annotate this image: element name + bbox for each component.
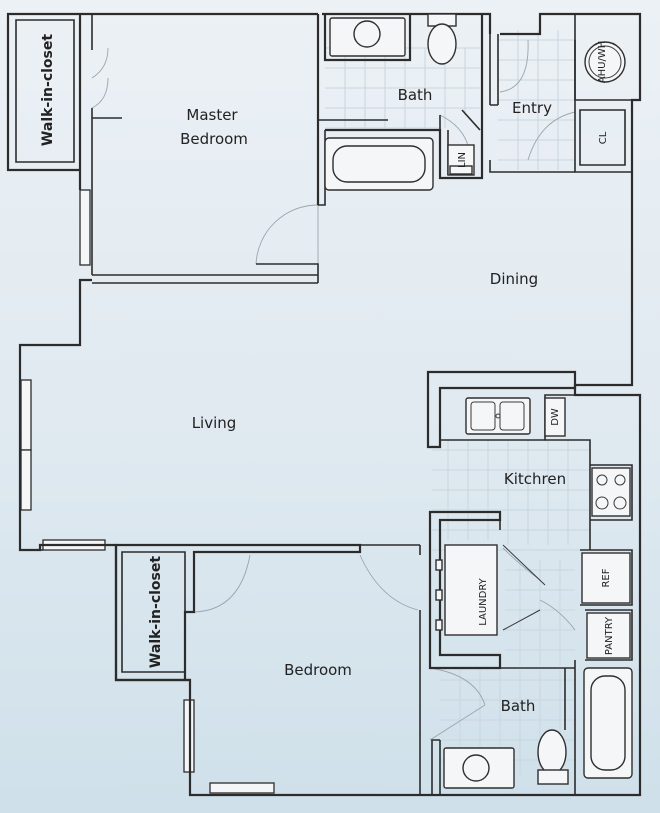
walk-in-closet-master-outline (7, 13, 81, 171)
master-bath-fixtures (324, 13, 475, 191)
laundry-label: LAUNDRY (478, 577, 489, 625)
room-labels: Master Bedroom Walk-in-closet Bath Entry… (40, 34, 566, 715)
second-bath-label: Bath (501, 697, 536, 715)
sink-second-icon (462, 754, 490, 782)
walk-in-closet-bedroom-outline (121, 551, 186, 673)
linen-label: LIN (457, 152, 468, 168)
dishwasher (544, 397, 566, 437)
refrigerator-label: REF (601, 568, 612, 587)
second-bath-fixtures (443, 667, 633, 789)
kitchen-sink-icon (465, 397, 531, 435)
living-label: Living (192, 414, 237, 432)
master-bedroom-label-2: Bedroom (180, 130, 248, 148)
water-heater-label: AHU/WH (597, 41, 608, 83)
bedroom-label: Bedroom (284, 661, 352, 679)
sink-master-icon (353, 20, 381, 48)
dining-label: Dining (490, 270, 538, 288)
dishwasher-label: DW (550, 408, 561, 426)
pantry (586, 612, 631, 659)
kitchen-fixtures (465, 397, 631, 659)
walk-in-closet-bedroom-label: Walk-in-closet (148, 556, 164, 668)
toilet-tank-second (537, 769, 569, 785)
window-living-lower (20, 449, 32, 511)
entry-label: Entry (512, 99, 552, 117)
water-heater-icon (584, 41, 626, 83)
walls (6, 12, 642, 797)
window-living-upper (20, 379, 32, 451)
refrigerator (581, 552, 631, 604)
kitchen-label: Kitchren (504, 470, 566, 488)
range-icon (591, 467, 631, 517)
window-bedroom-bottom (209, 782, 275, 794)
master-bath-label: Bath (398, 86, 433, 104)
windows (20, 189, 275, 794)
master-bedroom-label: Master (186, 106, 238, 124)
fixture-labels: LIN AHU/WH CL DW LAUNDRY REF PANTRY (457, 41, 615, 655)
toilet-master-icon (427, 23, 457, 65)
pantry-label: PANTRY (604, 616, 615, 655)
toilet-second-icon (537, 729, 567, 775)
closet-label: CL (598, 131, 609, 144)
window-master (79, 189, 91, 266)
walk-in-closet-master-label: Walk-in-closet (40, 34, 56, 146)
door-swings (91, 39, 576, 741)
laundry-fixtures (435, 544, 546, 636)
entry-fixtures (584, 41, 626, 83)
